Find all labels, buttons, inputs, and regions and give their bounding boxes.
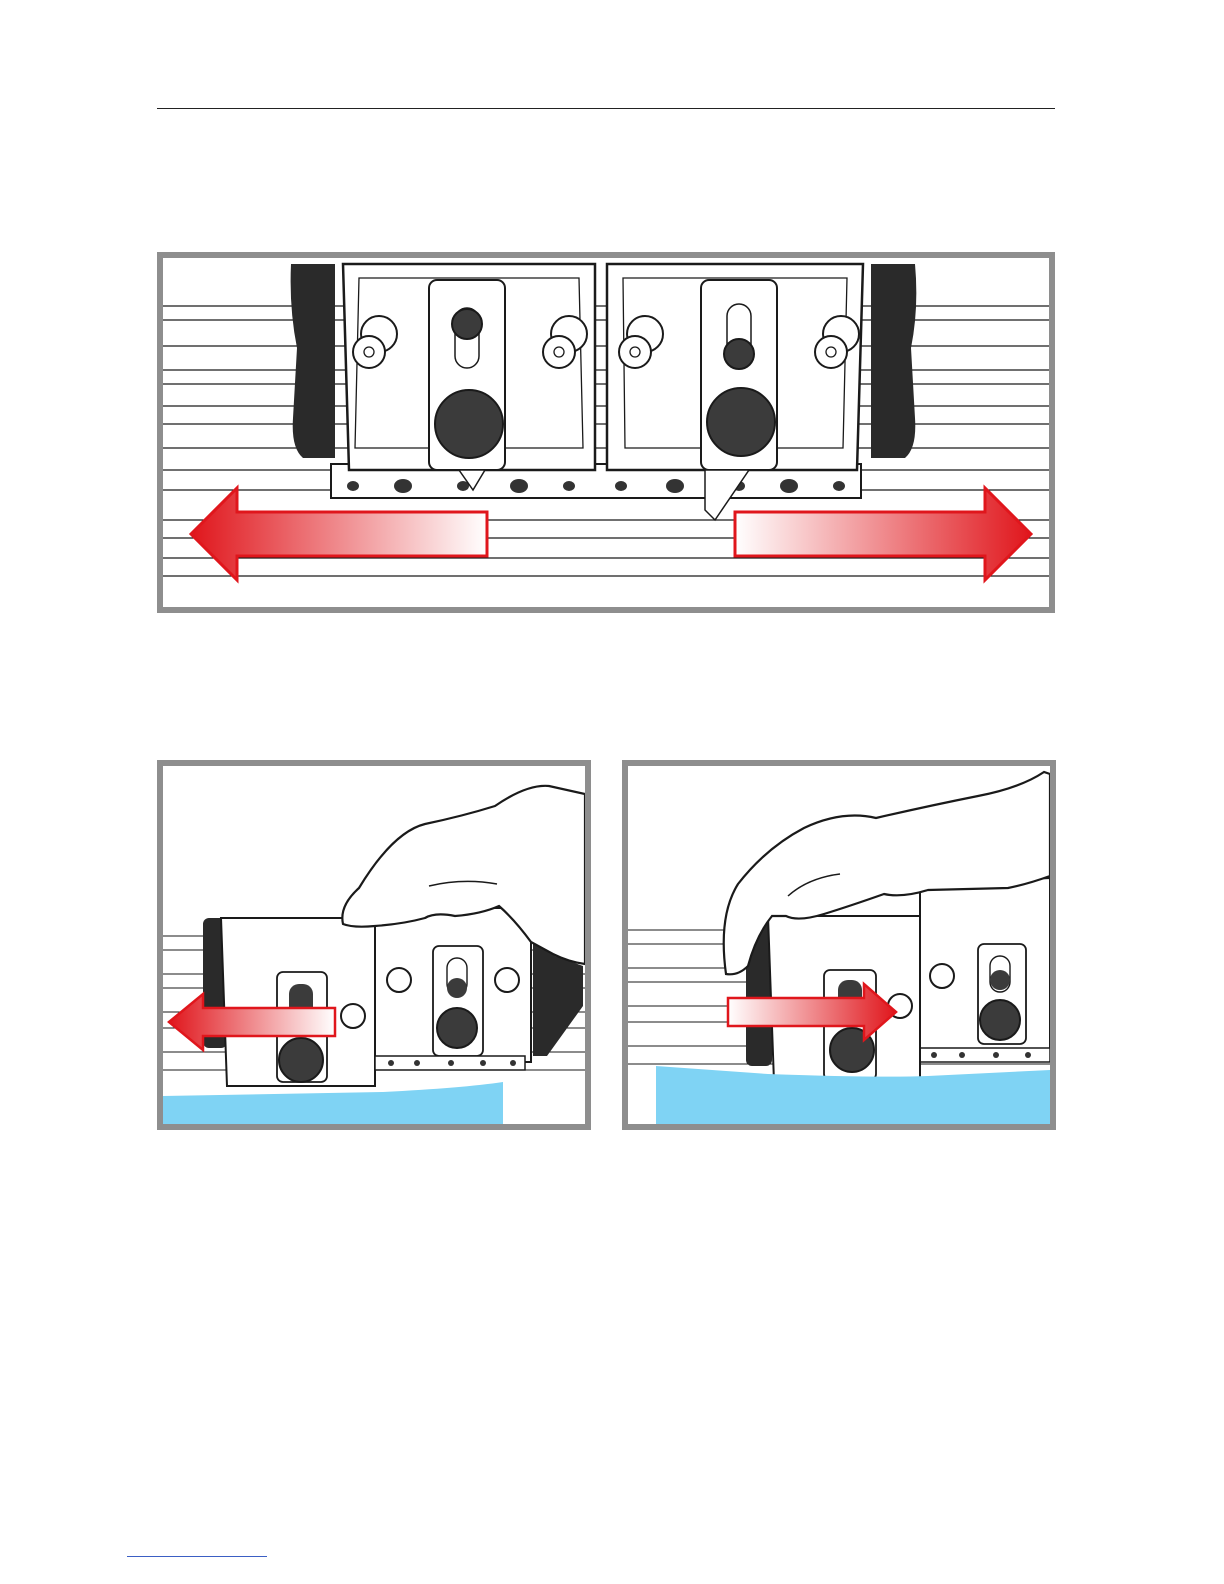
figure-top — [157, 252, 1055, 613]
arrow-right-icon — [735, 488, 1031, 580]
footer-link-underline — [127, 1556, 267, 1557]
cutter-push-left-illustration — [163, 766, 585, 1124]
figure-bottom-right — [622, 760, 1056, 1130]
knob-icon — [437, 1008, 477, 1048]
knob-icon — [279, 1038, 323, 1082]
knob-icon — [707, 388, 775, 456]
knob-icon — [980, 1000, 1020, 1040]
thumbscrew-icon — [341, 1004, 365, 1028]
handle-right — [871, 264, 916, 458]
cutter-push-right-illustration — [628, 766, 1050, 1124]
handle-left — [291, 264, 335, 458]
header-rule — [157, 108, 1055, 109]
small-knob-icon — [724, 339, 754, 369]
figure-bottom-left — [157, 760, 591, 1130]
knob-icon — [435, 390, 503, 458]
arrow-left-icon — [191, 488, 487, 580]
thumbscrew-icon — [930, 964, 954, 988]
small-knob-icon — [452, 309, 482, 339]
cutter-heads-illustration — [163, 258, 1049, 607]
media-sheet — [163, 1082, 503, 1124]
